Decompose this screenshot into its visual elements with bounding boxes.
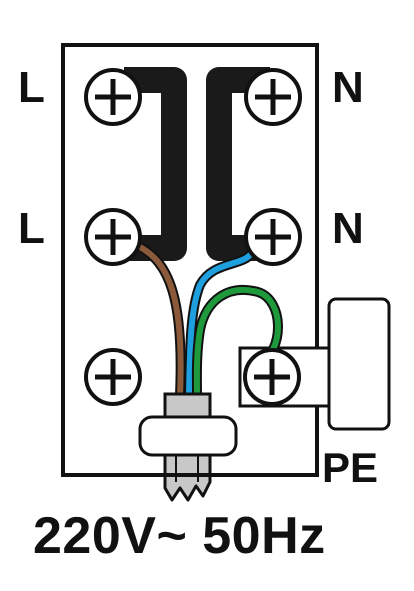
- screw-plus-icon: [244, 208, 302, 266]
- supply-rating-label: 220V~ 50Hz: [33, 507, 326, 565]
- screw-plus-icon: [84, 348, 142, 406]
- protective-earth-label: PE: [322, 444, 379, 491]
- neutral-bridge: [206, 67, 270, 261]
- neutral-label-top: N: [332, 63, 364, 112]
- cable-clamp-icon: [138, 415, 238, 457]
- line-label-middle: L: [18, 204, 45, 253]
- screw-plus-icon: [84, 208, 142, 266]
- screw-plus-icon: [243, 348, 301, 406]
- line-label-top: L: [18, 63, 45, 112]
- screw-plus-icon: [84, 68, 142, 126]
- terminal-housing: [61, 43, 319, 477]
- neutral-label-middle: N: [332, 204, 364, 253]
- screw-plus-icon: [244, 68, 302, 126]
